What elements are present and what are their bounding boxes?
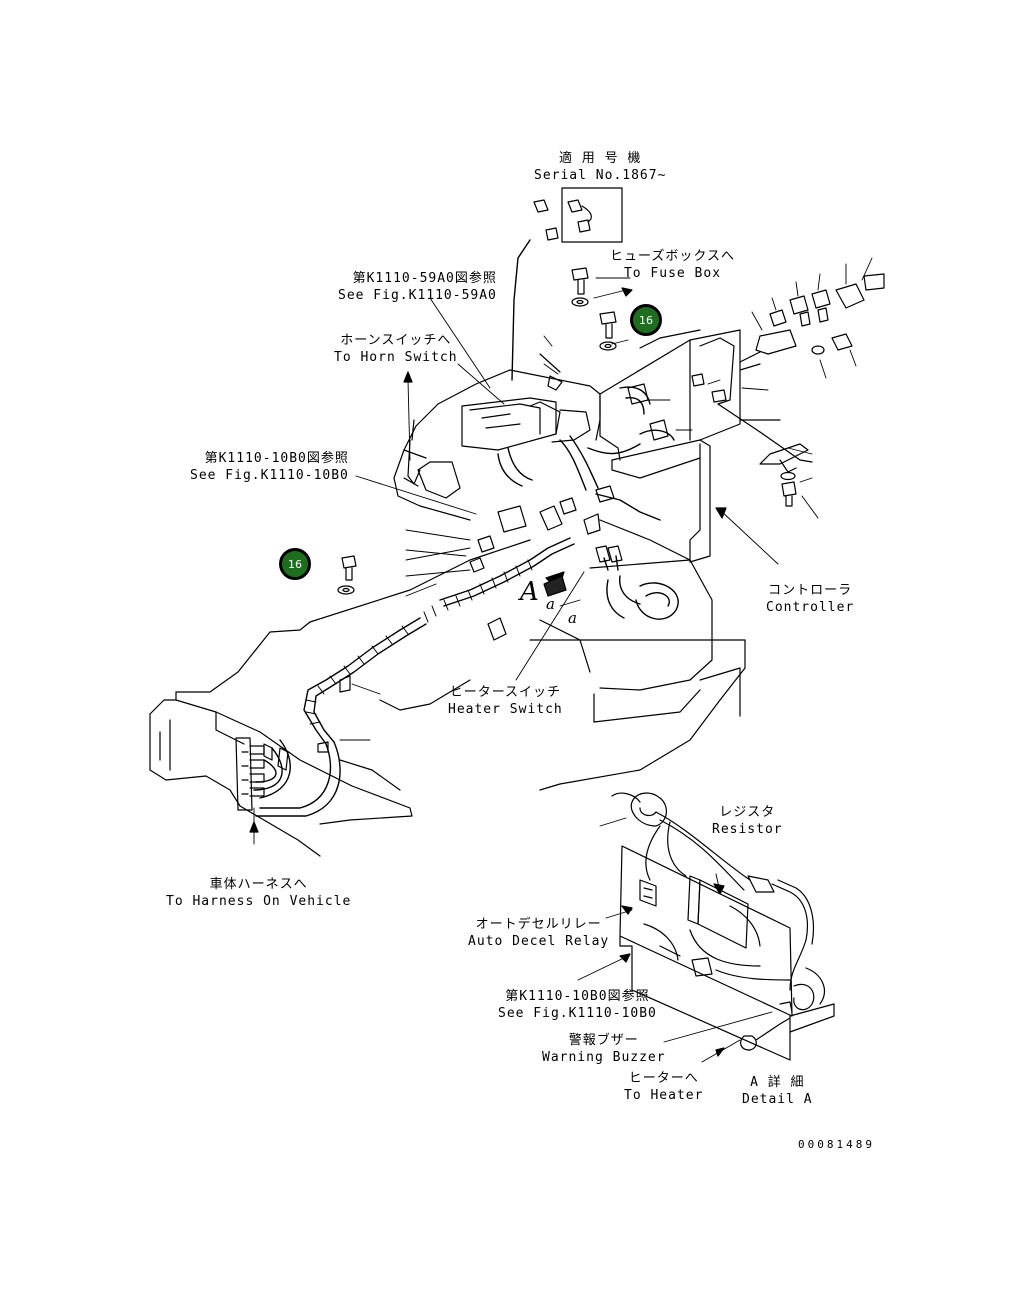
controller-block: [539, 439, 713, 723]
auto-decel-en: Auto Decel Relay: [468, 934, 610, 949]
horn-switch-jp: ホーンスイッチへ: [340, 333, 452, 348]
part-badge-16-lower[interactable]: 16: [279, 548, 311, 580]
horn-switch-callout: ホーンスイッチへ To Horn Switch: [334, 332, 458, 366]
see-fig-10b0-detail-en: See Fig.K1110-10B0: [498, 1006, 657, 1021]
controller-callout: コントローラ Controller: [766, 582, 854, 616]
relay-group: [739, 273, 885, 363]
see-fig-10b0-callout: 第K1110-10B0図参照 See Fig.K1110-10B0: [190, 450, 349, 484]
see-fig-10b0-detail-callout: 第K1110-10B0図参照 See Fig.K1110-10B0: [498, 988, 657, 1022]
detail-a-jp: A 詳 細: [750, 1075, 805, 1090]
fuse-box-jp: ヒューズボックスへ: [610, 249, 735, 264]
view-a-small-2: a: [568, 609, 578, 627]
heater-switch-callout: ヒータースイッチ Heater Switch: [448, 684, 563, 718]
see-fig-59a0-callout: 第K1110-59A0図参照 See Fig.K1110-59A0: [338, 270, 497, 304]
harness-vehicle-callout: 車体ハーネスへ To Harness On Vehicle: [166, 876, 351, 910]
serial-detail: [533, 187, 623, 243]
warning-buzzer-callout: 警報ブザー Warning Buzzer: [542, 1032, 666, 1066]
center-connectors: [469, 373, 727, 641]
serial-en: Serial No.1867~: [534, 168, 667, 183]
monitor-panel: [393, 353, 601, 521]
detail-a-drawing: [611, 792, 835, 1061]
serial-jp: 適 用 号 機: [558, 151, 642, 166]
heater-switch-jp: ヒータースイッチ: [449, 685, 562, 700]
harness-wrap-tape: [305, 559, 533, 725]
detail-a-en: Detail A: [742, 1092, 813, 1107]
detail-a-callout: A 詳 細 Detail A: [742, 1074, 813, 1108]
heater-switch-en: Heater Switch: [448, 702, 563, 717]
to-heater-jp: ヒーターへ: [628, 1071, 699, 1086]
resistor-en: Resistor: [712, 822, 783, 837]
fuse-box-callout: ヒューズボックスへ To Fuse Box: [610, 248, 735, 282]
floor-frame: [149, 539, 746, 857]
resistor-jp: レジスタ: [719, 805, 776, 820]
see-fig-59a0-en: See Fig.K1110-59A0: [338, 288, 497, 303]
to-heater-en: To Heater: [624, 1088, 704, 1103]
floor-connectors: [235, 675, 351, 811]
harness-vehicle-jp: 車体ハーネスへ: [209, 877, 308, 892]
bolt-fasteners: [337, 267, 797, 595]
see-fig-10b0-en: See Fig.K1110-10B0: [190, 468, 349, 483]
resistor-callout: レジスタ Resistor: [712, 804, 783, 838]
see-fig-10b0-jp: 第K1110-10B0図参照: [204, 451, 349, 466]
auto-decel-jp: オートデセルリレー: [475, 917, 602, 932]
part-badge-16-upper[interactable]: 16: [630, 304, 662, 336]
auto-decel-callout: オートデセルリレー Auto Decel Relay: [468, 916, 609, 950]
harness-vehicle-en: To Harness On Vehicle: [166, 894, 352, 909]
fuse-box-en: To Fuse Box: [623, 266, 722, 281]
horn-switch-lead: [407, 419, 421, 485]
wire-harness: [253, 239, 679, 817]
controller-jp: コントローラ: [768, 583, 853, 598]
warning-buzzer-en: Warning Buzzer: [542, 1050, 666, 1065]
serial-callout: 適 用 号 機 Serial No.1867~: [534, 150, 666, 184]
horn-switch-en: To Horn Switch: [334, 350, 458, 365]
drawing-number: 00081489: [798, 1138, 875, 1151]
view-a-small-1: a: [546, 595, 556, 613]
leader-lines: [253, 257, 873, 1063]
see-fig-59a0-jp: 第K1110-59A0図参照: [352, 271, 497, 286]
cab-rear-panel: [599, 329, 813, 473]
view-a-arrow: [543, 575, 567, 597]
to-heater-callout: ヒーターへ To Heater: [624, 1070, 703, 1104]
view-a-letter: A: [520, 577, 540, 607]
see-fig-10b0-detail-jp: 第K1110-10B0図参照: [505, 989, 650, 1004]
warning-buzzer-jp: 警報ブザー: [568, 1033, 639, 1048]
controller-en: Controller: [766, 600, 855, 615]
